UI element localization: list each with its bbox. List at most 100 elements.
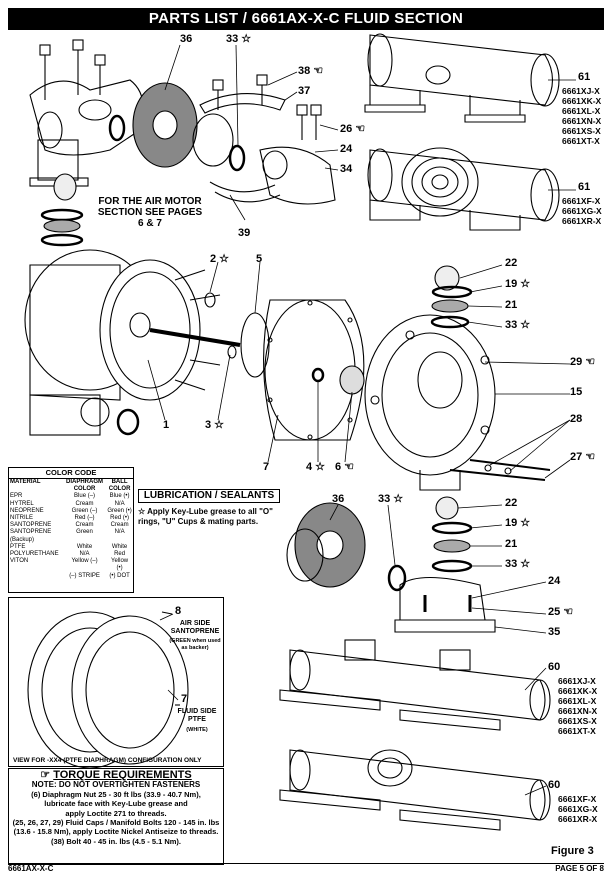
callout-15: 15	[570, 386, 583, 398]
cell-material: NITRILE	[10, 515, 34, 522]
callout-24: 24	[548, 575, 561, 587]
model-item: 6661XF-X	[558, 794, 597, 804]
cell-diaphragm: Cream	[75, 522, 94, 529]
legend-stripe: (–) STRIPE	[69, 572, 100, 579]
cell-diaphragm: Red (–)	[74, 515, 95, 522]
callout-33: 33 ☆	[226, 33, 252, 45]
callout-26: 26 ☜	[340, 123, 366, 135]
torque-line: (38) Bolt 40 - 45 in. lbs (4.5 - 5.1 Nm)…	[50, 836, 182, 846]
torque-line: (25, 26, 27, 29) Fluid Caps / Manifold B…	[12, 818, 220, 828]
model-item: 6661XL-X	[562, 106, 601, 116]
callout-37: 37	[298, 85, 311, 97]
cell-ball: Blue (•)	[109, 493, 130, 500]
ptfe-diaphragm-box: 8 AIR SIDE SANTOPRENE (GREEN when used a…	[8, 597, 224, 767]
torque-requirements-box: ☞ TORQUE REQUIREMENTS NOTE: DO NOT OVERT…	[8, 768, 224, 865]
cell-material: EPR	[10, 493, 23, 500]
callout-21: 21	[505, 299, 518, 311]
callout-22: 22	[505, 257, 518, 269]
cell-material: PTFE	[10, 543, 26, 550]
cell-ball: Yellow (•)	[111, 558, 129, 572]
callout-35: 35	[548, 626, 561, 638]
fluid-side-label: FLUID SIDE PTFE	[177, 708, 217, 723]
nut-6	[339, 365, 365, 395]
cell-ball: Red (•)	[110, 515, 129, 522]
footer-rule	[8, 863, 604, 864]
model-item: 6661XL-X	[558, 696, 597, 706]
table-row: EPR Blue (–) Blue (•)	[9, 493, 133, 500]
col-material: MATERIAL	[10, 479, 41, 485]
callout-21: 21	[505, 538, 518, 550]
color-code-header: COLOR CODE	[9, 468, 133, 479]
model-list-61a: 6661XJ-X 6661XK-X 6661XL-X 6661XN-X 6661…	[562, 86, 601, 146]
model-list-61b: 6661XF-X 6661XG-X 6661XR-X	[562, 196, 602, 226]
model-item: 6661XK-X	[558, 686, 598, 696]
model-list-60b: 6661XF-X 6661XG-X 6661XR-X	[558, 794, 598, 824]
callout-4: 4 ☆	[306, 461, 326, 473]
cell-material: SANTOPRENE	[10, 522, 52, 529]
model-item: 6661XG-X	[562, 206, 602, 216]
callout-39: 39	[238, 227, 251, 239]
callout-36: 36	[332, 493, 345, 505]
torque-line: lubricate face with Key-Lube grease and	[44, 799, 188, 809]
cell-ball: Red	[114, 551, 126, 558]
legend-row: (–) STRIPE (•) DOT	[9, 573, 133, 580]
cell-material: NEOPRENE	[10, 507, 44, 514]
callout-2: 2 ☆	[210, 253, 230, 265]
color-code-table: COLOR CODE MATERIAL DIAPHRAGM COLOR BALL…	[8, 467, 134, 593]
air-motor-note: FOR THE AIR MOTOR SECTION SEE PAGES 6 & …	[97, 196, 203, 229]
callout-5: 5	[256, 253, 263, 265]
lubrication-header: LUBRICATION / SEALANTS	[138, 489, 280, 503]
air-side-note: (GREEN when used as backer)	[169, 638, 221, 651]
callout-33: 33 ☆	[505, 558, 531, 570]
callout-22: 22	[505, 497, 518, 509]
callout-33: 33 ☆	[505, 319, 531, 331]
oring-4	[311, 367, 325, 383]
callout-60a: 60	[548, 661, 561, 673]
bolts-38	[39, 39, 322, 140]
model-item: 6661XJ-X	[562, 86, 600, 96]
cell-diaphragm: Green	[76, 529, 93, 536]
callout-8: 8	[175, 605, 182, 617]
callout-29: 29 ☜	[570, 356, 596, 368]
lubrication-box: LUBRICATION / SEALANTS ☆ Apply Key-Lube …	[138, 489, 280, 527]
callout-28: 28	[570, 413, 583, 425]
model-item: 6661XN-X	[562, 116, 602, 126]
cell-diaphragm: Blue (–)	[74, 493, 96, 500]
callout-25: 25 ☜	[548, 606, 574, 618]
model-item: 6661XS-X	[562, 126, 601, 136]
fluid-cap-top	[132, 82, 234, 168]
inlet-manifold-top	[29, 79, 144, 187]
callout-3: 3 ☆	[205, 419, 225, 431]
cell-diaphragm: N/A	[79, 551, 90, 558]
callout-34: 34	[340, 163, 353, 175]
model-item: 6661XN-X	[558, 706, 598, 716]
outlet-manifold-61b	[367, 147, 560, 231]
model-item: 6661XG-X	[558, 804, 598, 814]
leader-lines	[147, 44, 576, 796]
torque-line: (13.6 - 15.8 Nm), apply Loctite Nickel A…	[13, 827, 219, 837]
torque-note: NOTE: DO NOT OVERTIGHTEN FASTENERS	[31, 780, 201, 790]
torque-line: (6) Diaphragm Nut 25 - 30 ft lbs (33.9 -…	[31, 789, 201, 799]
elbow-34	[259, 146, 336, 205]
col-ball: BALL COLOR	[108, 479, 131, 493]
cell-ball: White	[111, 543, 128, 550]
legend-dot: (•) DOT	[109, 572, 130, 579]
callout-7: 7	[181, 693, 188, 705]
cell-material: HYTREL	[10, 500, 34, 507]
ptfe-diaphragm-art	[27, 611, 189, 769]
outlet-manifold-61a	[364, 33, 560, 123]
page-title: PARTS LIST / 6661AX-X-C FLUID SECTION	[8, 8, 604, 30]
inlet-manifold-60b	[279, 749, 551, 831]
fluid-side-note: (WHITE)	[186, 727, 208, 733]
callout-61b: 61	[578, 181, 591, 193]
model-list-60a: 6661XJ-X 6661XK-X 6661XL-X 6661XN-X 6661…	[558, 676, 597, 736]
callout-36: 36	[180, 33, 193, 45]
cell-material: SANTOPRENE (Backup)	[10, 529, 52, 543]
callout-38: 38 ☜	[298, 65, 324, 77]
